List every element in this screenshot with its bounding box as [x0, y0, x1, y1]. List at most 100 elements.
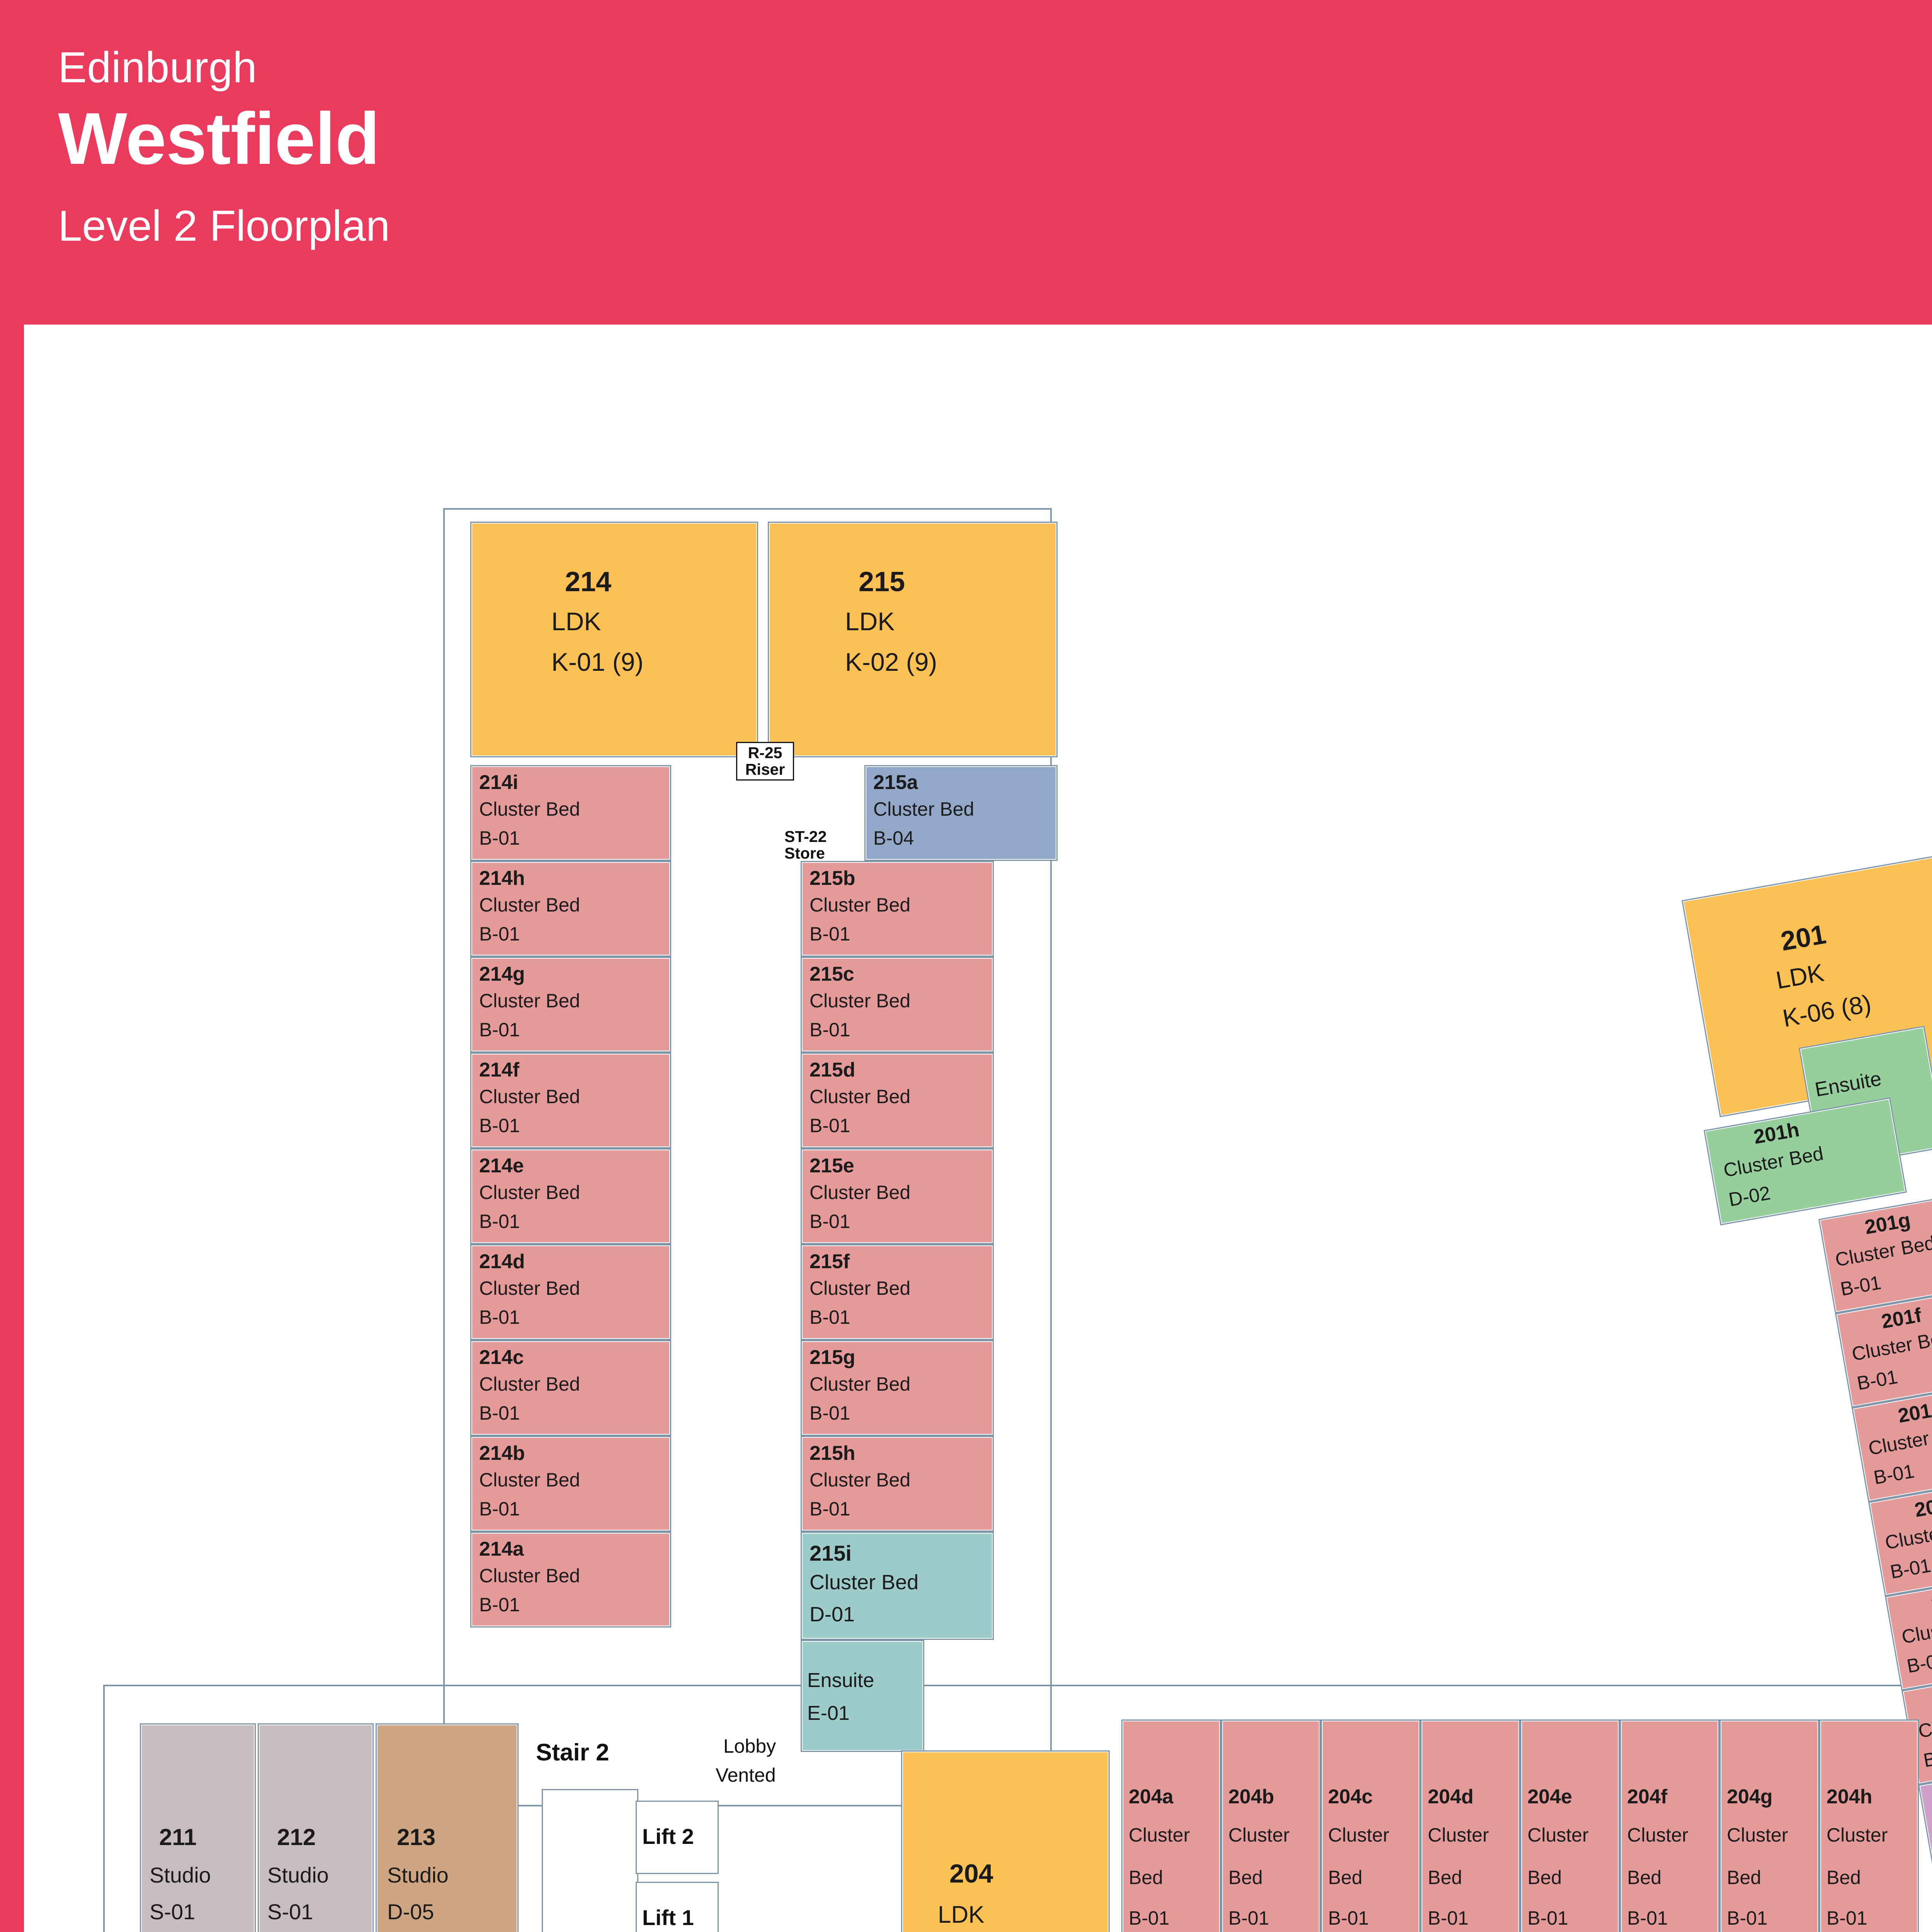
room-214c[interactable]: 214c Cluster Bed B-01 [470, 1340, 671, 1436]
room-line1: Cluster [1328, 1824, 1389, 1846]
ensuite-215i[interactable]: Ensuite E-01 [801, 1640, 924, 1752]
room-line2: B-01 [479, 1115, 520, 1136]
room-line2: Bed [1328, 1867, 1362, 1888]
room-line1: Cluster Bed [810, 1373, 911, 1395]
store-st22-line2: Store [784, 844, 825, 862]
room-line2: B-01 [1872, 1460, 1916, 1489]
room-line1: Cluster [1228, 1824, 1290, 1846]
room-215d[interactable]: 215d Cluster Bed B-01 [801, 1053, 994, 1148]
room-line2: B-01 [1888, 1554, 1932, 1583]
room-id: 214h [479, 867, 525, 889]
room-214-kitchen[interactable]: 214 LDK K-01 (9) [470, 522, 758, 757]
room-213-studio[interactable]: 213 Studio D-05 Ensuite E-01 [376, 1723, 519, 1932]
room-line1: Cluster [1727, 1824, 1788, 1846]
room-201h[interactable]: 201h Cluster Bed D-02 [1704, 1097, 1907, 1226]
room-214b[interactable]: 214b Cluster Bed B-01 [470, 1436, 671, 1532]
room-line1: LDK [551, 607, 601, 636]
room-id: 215c [810, 963, 854, 985]
room-line1: Cluster Bed [479, 1469, 580, 1491]
room-204a[interactable]: 204a Cluster Bed B-01 [1121, 1719, 1221, 1932]
room-214f[interactable]: 214f Cluster Bed B-01 [470, 1053, 671, 1148]
room-214d[interactable]: 214d Cluster Bed B-01 [470, 1244, 671, 1340]
room-id: 215g [810, 1346, 855, 1369]
room-id: 215h [810, 1442, 855, 1464]
room-line1: Cluster Bed [810, 1086, 911, 1107]
room-line3: B-01 [1228, 1907, 1269, 1929]
room-line2: D-05 [387, 1900, 434, 1924]
room-line1: Cluster Bed [810, 1182, 911, 1203]
wing-north-west-outline [443, 508, 1052, 1806]
ensuite-line2: E-01 [807, 1702, 850, 1725]
room-line1: Cluster Bed [873, 798, 975, 820]
room-214a[interactable]: 214a Cluster Bed B-01 [470, 1532, 671, 1628]
room-line2: B-01 [479, 1306, 520, 1328]
room-line2: D-01 [810, 1603, 855, 1626]
room-215a[interactable]: 215a Cluster Bed B-04 [864, 765, 1058, 861]
room-line2: Bed [1827, 1867, 1861, 1888]
room-204e[interactable]: 204e Cluster Bed B-01 [1520, 1719, 1620, 1932]
room-line2: B-01 [810, 1306, 850, 1328]
room-211-studio[interactable]: 211 Studio S-01 [140, 1723, 256, 1932]
room-line1: LDK [845, 607, 895, 636]
room-line1: Cluster Bed [810, 1277, 911, 1299]
room-line1: LDK [938, 1901, 985, 1928]
room-id: 201c [1929, 1586, 1932, 1616]
room-line2: B-01 [479, 827, 520, 849]
room-line1: Cluster Bed [810, 894, 911, 916]
room-line1: Cluster Bed [479, 1277, 580, 1299]
room-204-kitchen[interactable]: 204 LDK K-03 (8) [901, 1750, 1110, 1932]
room-line2: Bed [1228, 1867, 1263, 1888]
room-215i[interactable]: 215i Cluster Bed D-01 [801, 1532, 994, 1640]
page-header: Edinburgh Westfield Level 2 Floorplan [0, 0, 1932, 325]
room-id: 204c [1328, 1786, 1373, 1808]
floorplan-drawing: 214 LDK K-01 (9) 215 LDK K-02 (9) R-25 R… [24, 325, 1932, 1932]
room-line1: Cluster Bed [479, 1182, 580, 1203]
room-204g[interactable]: 204g Cluster Bed B-01 [1719, 1719, 1819, 1932]
room-line1: Studio [150, 1863, 211, 1887]
room-line2: B-01 [810, 1498, 850, 1520]
room-215c[interactable]: 215c Cluster Bed B-01 [801, 957, 994, 1053]
room-id: 215a [873, 771, 918, 794]
room-line1: Cluster [1627, 1824, 1689, 1846]
room-line2: B-01 [479, 1594, 520, 1616]
room-id: 215e [810, 1155, 854, 1177]
room-214h[interactable]: 214h Cluster Bed B-01 [470, 861, 671, 957]
room-215-kitchen[interactable]: 215 LDK K-02 (9) [768, 522, 1058, 757]
room-line2: B-01 [479, 923, 520, 945]
room-215f[interactable]: 215f Cluster Bed B-01 [801, 1244, 994, 1340]
room-line1: Cluster Bed [1833, 1232, 1932, 1271]
room-212-studio[interactable]: 212 Studio S-01 [258, 1723, 374, 1932]
room-215g[interactable]: 215g Cluster Bed B-01 [801, 1340, 994, 1436]
lift-2-shaft[interactable] [636, 1801, 719, 1874]
lift-1-shaft[interactable] [636, 1882, 719, 1932]
room-204f[interactable]: 204f Cluster Bed B-01 [1620, 1719, 1719, 1932]
room-line1: Cluster Bed [810, 1469, 911, 1491]
room-line2: B-01 [479, 1211, 520, 1232]
room-204h[interactable]: 204h Cluster Bed B-01 [1819, 1719, 1919, 1932]
room-line2: S-01 [150, 1900, 196, 1924]
room-line2: K-01 (9) [551, 648, 644, 676]
room-214e[interactable]: 214e Cluster Bed B-01 [470, 1148, 671, 1244]
room-214i[interactable]: 214i Cluster Bed B-01 [470, 765, 671, 861]
building-title: Westfield [58, 98, 380, 180]
room-line1: Cluster [1827, 1824, 1888, 1846]
room-215b[interactable]: 215b Cluster Bed B-01 [801, 861, 994, 957]
room-215e[interactable]: 215e Cluster Bed B-01 [801, 1148, 994, 1244]
room-215h[interactable]: 215h Cluster Bed B-01 [801, 1436, 994, 1532]
room-line1: Cluster [1129, 1824, 1190, 1846]
room-line1: Studio [387, 1863, 449, 1887]
room-line1: Cluster Bed [479, 1565, 580, 1587]
room-line2: B-01 [810, 1402, 850, 1424]
room-id: 214i [479, 771, 519, 794]
room-id: 215f [810, 1250, 850, 1273]
room-line1: Cluster [1428, 1824, 1489, 1846]
room-204b[interactable]: 204b Cluster Bed B-01 [1221, 1719, 1321, 1932]
room-id: 213 [397, 1824, 436, 1850]
room-204d[interactable]: 204d Cluster Bed B-01 [1420, 1719, 1520, 1932]
room-214g[interactable]: 214g Cluster Bed B-01 [470, 957, 671, 1053]
lift-1-label: Lift 1 [642, 1905, 694, 1930]
room-204c[interactable]: 204c Cluster Bed B-01 [1321, 1719, 1420, 1932]
room-id: 201f [1879, 1304, 1923, 1333]
lift-2-label: Lift 2 [642, 1824, 694, 1849]
room-line1: Cluster Bed [479, 798, 580, 820]
